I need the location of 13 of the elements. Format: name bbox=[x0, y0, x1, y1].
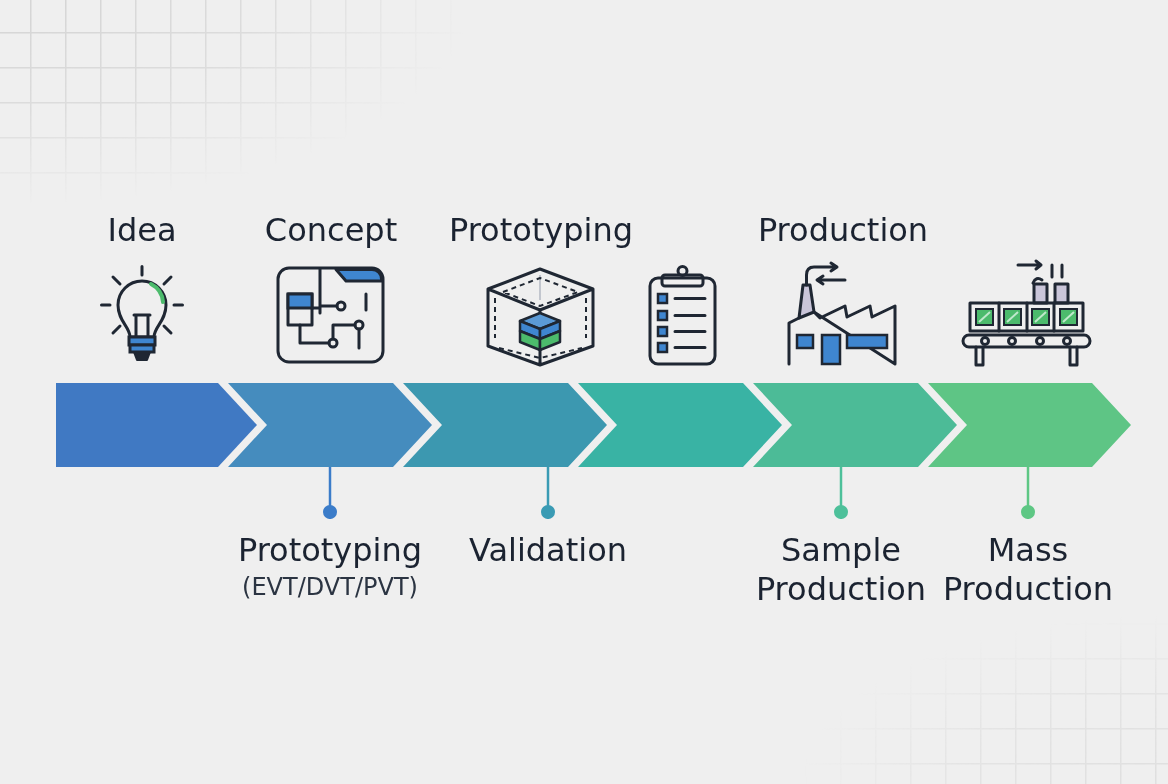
milestone-label: Prototyping bbox=[237, 531, 423, 570]
phase-heading: Prototyping bbox=[448, 210, 634, 250]
phase-heading: Production bbox=[757, 210, 929, 250]
milestone-label: Mass Production bbox=[942, 531, 1114, 609]
leader-line bbox=[323, 467, 337, 519]
milestone-sublabel: (EVT/DVT/PVT) bbox=[242, 572, 418, 603]
phase-heading: Concept bbox=[264, 210, 398, 250]
milestone-label: Sample Production bbox=[754, 531, 928, 609]
leader-line bbox=[1021, 467, 1035, 519]
leader-line bbox=[834, 467, 848, 519]
leader-line bbox=[541, 467, 555, 519]
phase-heading: Idea bbox=[107, 210, 177, 250]
milestone-label: Validation bbox=[469, 531, 627, 570]
